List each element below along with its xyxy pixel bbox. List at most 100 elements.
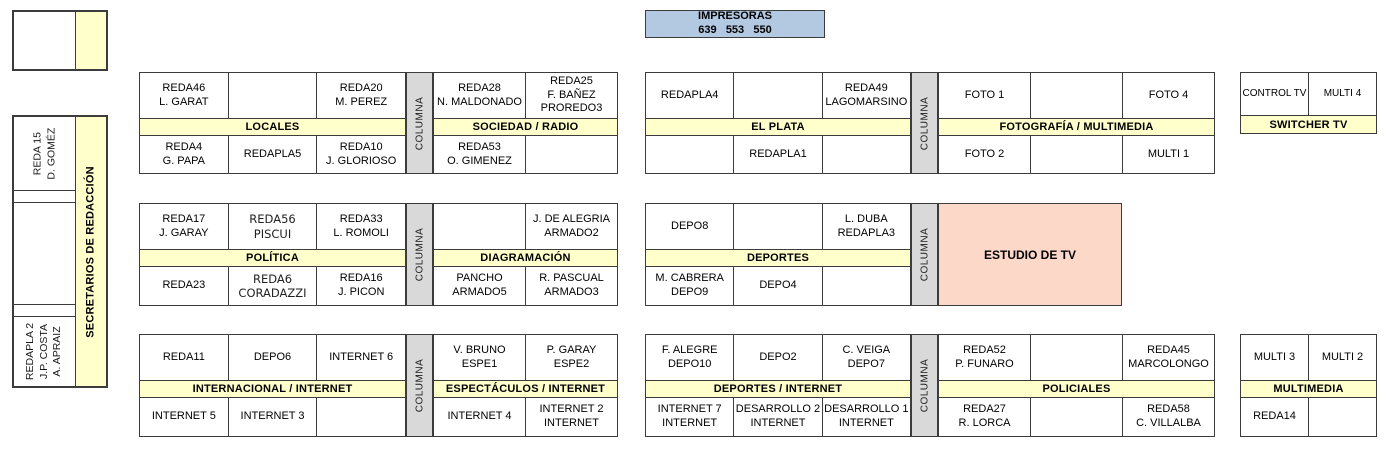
desk-cell: REDA25 F. BAÑEZ PROREDO3 xyxy=(525,73,617,118)
group-deportes: DEPO8 L. DUBA REDAPLA3 DEPORTES M. CABRE… xyxy=(645,203,911,306)
desk-cell: REDA33 L. ROMOLI xyxy=(316,204,405,249)
group-multimedia: MULTI 3 MULTI 2 MULTIMEDIA REDA14 xyxy=(1240,334,1377,437)
group-header-band: FOTOGRAFÍA / MULTIMEDIA xyxy=(939,118,1214,136)
desk-cell: REDA14 xyxy=(1253,410,1296,423)
group-politica: REDA17 J. GARAY REDA56 PISCUI REDA33 L. … xyxy=(139,203,406,306)
group-header-band: DEPORTES / INTERNET xyxy=(646,380,910,398)
desk-label: REDAPLA 2 J.P. COSTA A. APRAIZ xyxy=(24,322,64,381)
desk-cell xyxy=(821,267,910,305)
desk-cell xyxy=(733,73,821,118)
desk-cell: REDAPLA5 xyxy=(227,136,317,173)
desk-cell: INTERNET 4 xyxy=(447,410,512,423)
desk-cell: P. GARAY ESPE2 xyxy=(525,335,617,380)
desk-cell xyxy=(821,136,910,173)
printers-numbers: 639 553 550 xyxy=(698,24,772,36)
columna-label: COLUMNA xyxy=(919,227,931,282)
desk-cell: REDA27 R. LORCA xyxy=(958,403,1011,429)
desk-divider-cell xyxy=(14,305,75,317)
desk-cell: C. VEIGA DEPO7 xyxy=(821,335,910,380)
desk-cell: INTERNET 5 xyxy=(151,410,216,423)
desk-cell xyxy=(316,398,405,436)
desk-cell: DEPO4 xyxy=(733,267,821,305)
printers-title: IMPRESORAS xyxy=(698,10,772,23)
printers-box: IMPRESORAS 639 553 550 xyxy=(645,10,825,38)
desk-cell xyxy=(227,73,317,118)
desk-cell: MULTI 2 xyxy=(1308,335,1376,380)
group-header-band: DIAGRAMACIÓN xyxy=(434,249,617,267)
desk-cell: DESARROLLO 2 INTERNET xyxy=(733,398,821,436)
desk-divider-cell xyxy=(14,191,75,203)
desk-cell: MULTI 1 xyxy=(1122,136,1214,173)
corner-desk-area xyxy=(14,12,75,69)
desk-cell xyxy=(14,203,75,305)
desk-cell: REDA56 PISCUI xyxy=(227,204,317,249)
group-header-band: SOCIEDAD / RADIO xyxy=(434,118,617,136)
group-header-band: DEPORTES xyxy=(646,249,910,267)
columna-pillar: COLUMNA xyxy=(911,203,938,306)
columna-label: COLUMNA xyxy=(414,96,426,150)
group-diagramacion: J. DE ALEGRIA ARMADO2 DIAGRAMACIÓN PANCH… xyxy=(433,203,618,306)
group-header-band: SWITCHER TV xyxy=(1241,115,1376,133)
columna-pillar: COLUMNA xyxy=(911,334,938,437)
group-policiales: REDA52 P. FUNARO REDA45 MARCOLONGO POLIC… xyxy=(938,334,1215,437)
desk-cell xyxy=(1030,73,1122,118)
columna-pillar: COLUMNA xyxy=(406,334,433,437)
group-switcher-tv: CONTROL TV MULTI 4 SWITCHER TV xyxy=(1240,72,1377,134)
desk-cell: REDAPLA4 xyxy=(660,88,719,101)
desk-cell: REDA45 MARCOLONGO xyxy=(1122,335,1214,380)
desk-cell: INTERNET 3 xyxy=(227,398,317,436)
corner-desk-box xyxy=(12,10,108,71)
desk-cell: FOTO 1 xyxy=(964,88,1005,101)
group-el-plata: REDAPLA4 REDA49 LAGOMARSINO EL PLATA RED… xyxy=(645,72,911,174)
group-header-band: MULTIMEDIA xyxy=(1241,380,1376,398)
group-fotografia-multimedia: FOTO 1 FOTO 4 FOTOGRAFÍA / MULTIMEDIA FO… xyxy=(938,72,1215,174)
desk-cell: V. BRUNO ESPE1 xyxy=(453,343,506,370)
columna-pillar: COLUMNA xyxy=(406,72,433,174)
desk-cell: REDA 15 D. GOMÉZ xyxy=(14,117,75,191)
columna-pillar: COLUMNA xyxy=(406,203,433,306)
columna-label: COLUMNA xyxy=(919,358,931,413)
desk-cell xyxy=(1308,398,1376,436)
desk-cell: INTERNET 6 xyxy=(316,335,405,380)
desk-cell: FOTO 4 xyxy=(1122,73,1214,118)
columna-pillar: COLUMNA xyxy=(911,72,938,174)
group-locales: REDA46 L. GARAT REDA20 M. PEREZ LOCALES … xyxy=(139,72,406,174)
desk-cell: REDA11 xyxy=(162,350,205,363)
desk-cell: REDA4 G. PAPA xyxy=(162,140,206,167)
desk-cell xyxy=(1030,335,1122,380)
desk-cell: DEPO6 xyxy=(227,335,317,380)
desk-cell: REDA58 C. VILLALBA xyxy=(1122,398,1214,436)
group-internacional-internet: REDA11 DEPO6 INTERNET 6 INTERNACIONAL / … xyxy=(139,334,406,437)
desk-cell: FOTO 2 xyxy=(964,147,1005,160)
desk-cell: REDA53 O. GIMENEZ xyxy=(447,140,512,167)
desk-cell: REDA6 CORADAZZI xyxy=(227,267,317,305)
desk-cell: L. DUBA REDAPLA3 xyxy=(821,204,910,249)
desk-cell: INTERNET 2 INTERNET xyxy=(525,398,617,436)
group-header-band: INTERNACIONAL / INTERNET xyxy=(140,380,405,398)
desk-cell: REDA17 J. GARAY xyxy=(159,212,209,239)
secretarios-box: REDA 15 D. GOMÉZ REDAPLA 2 J.P. COSTA A.… xyxy=(12,115,108,388)
group-header-band: POLICIALES xyxy=(939,380,1214,398)
secretarios-band: SECRETARIOS DE REDACCIÓN xyxy=(75,117,106,386)
estudio-de-tv: ESTUDIO DE TV xyxy=(938,203,1122,306)
group-header-band: EL PLATA xyxy=(646,118,910,136)
desk-cell: REDA16 J. PICON xyxy=(316,267,405,305)
group-header-band: LOCALES xyxy=(140,118,405,136)
secretarios-label: SECRETARIOS DE REDACCIÓN xyxy=(85,165,98,338)
desk-cell: REDA23 xyxy=(162,279,206,292)
desk-cell: INTERNET 7 INTERNET xyxy=(657,403,722,429)
desk-cell xyxy=(1030,398,1122,436)
desk-cell: DEPO2 xyxy=(733,335,821,380)
desk-cell: F. ALEGRE DEPO10 xyxy=(661,343,718,370)
columna-label: COLUMNA xyxy=(414,227,426,282)
desk-cell: R. PASCUAL ARMADO3 xyxy=(525,267,617,305)
desk-cell: DESARROLLO 1 INTERNET xyxy=(821,398,910,436)
corner-yellow-strip xyxy=(75,12,106,69)
desk-cell: REDA52 P. FUNARO xyxy=(955,343,1014,370)
desk-cell xyxy=(434,204,525,249)
group-header-band: POLÍTICA xyxy=(140,249,405,267)
desk-cell: REDA46 L. GARAT xyxy=(159,81,209,108)
desk-cell xyxy=(733,204,821,249)
secretarios-desks: REDA 15 D. GOMÉZ REDAPLA 2 J.P. COSTA A.… xyxy=(14,117,75,386)
